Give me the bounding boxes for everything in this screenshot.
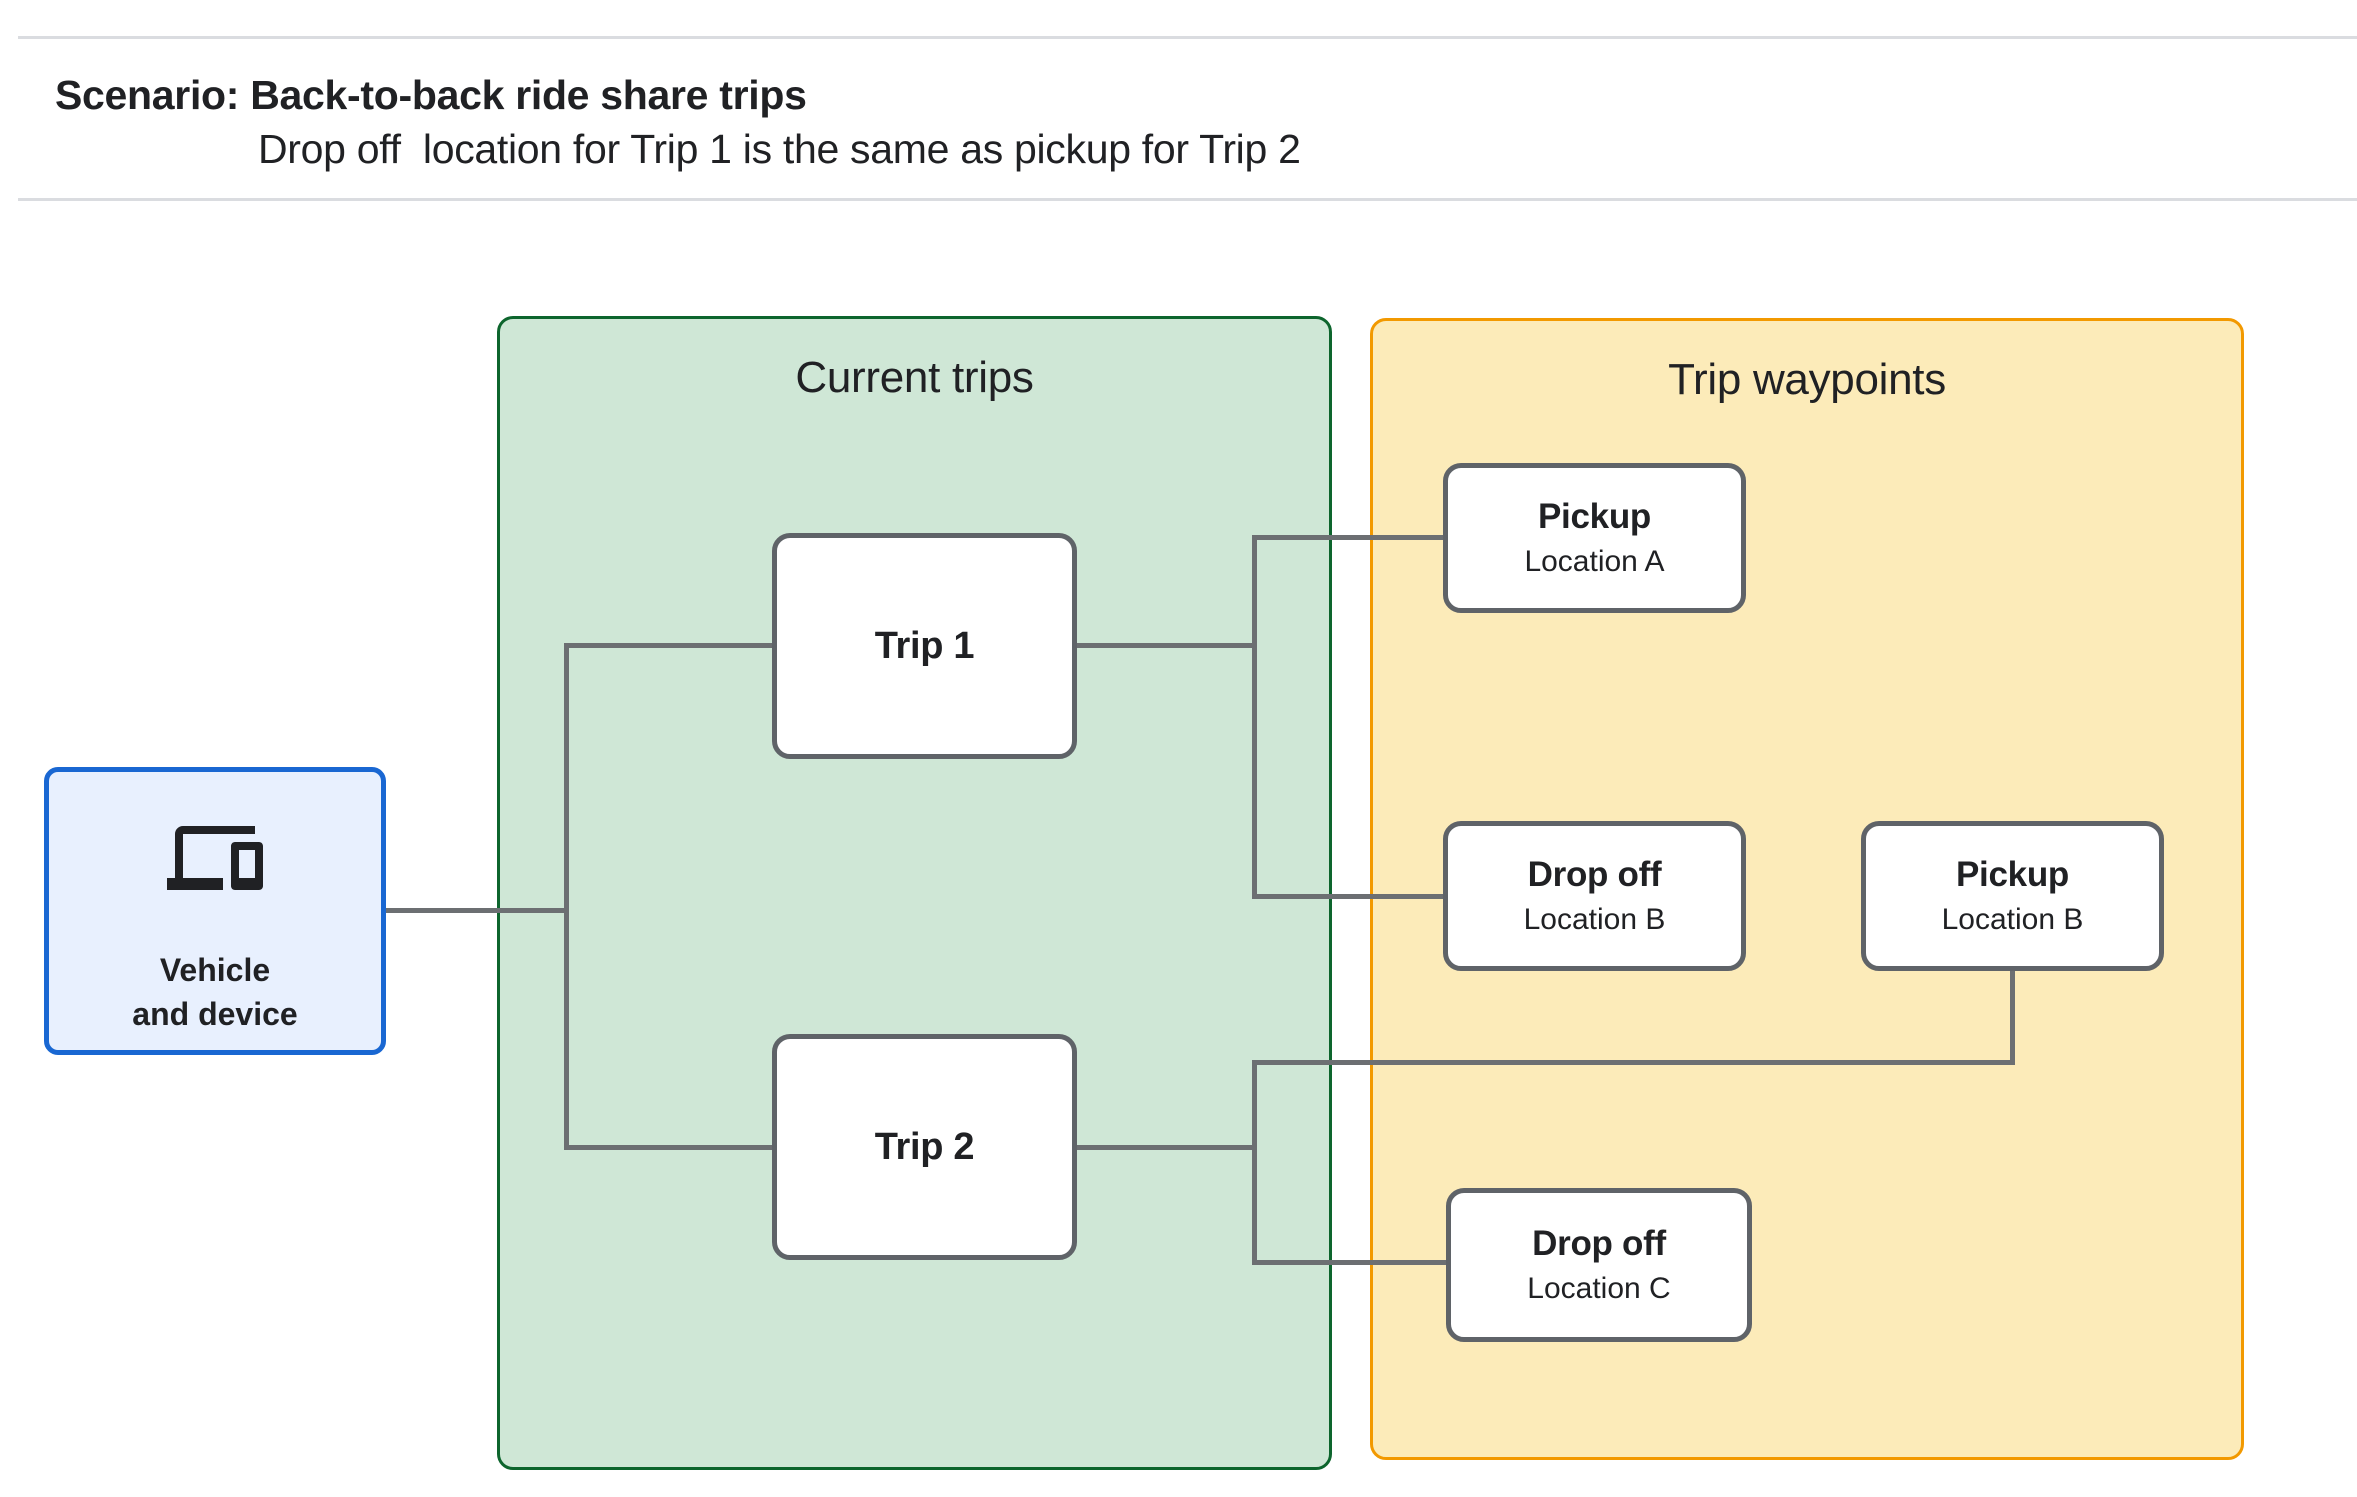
trip-1-label: Trip 1 [874, 624, 975, 667]
waypoint-subtitle: Location B [1941, 903, 2084, 937]
waypoint-dropoff-location-b: Drop off Location B [1443, 821, 1746, 971]
page-subtitle: Drop off location for Trip 1 is the same… [258, 126, 1301, 172]
connector-line [2010, 969, 2015, 1063]
waypoint-pickup-location-a: Pickup Location A [1443, 463, 1746, 613]
waypoint-title: Drop off [1527, 855, 1662, 895]
waypoint-subtitle: Location A [1524, 545, 1665, 579]
waypoint-subtitle: Location B [1523, 903, 1666, 937]
waypoint-title: Pickup [1956, 855, 2069, 895]
connector-line [1252, 535, 1445, 540]
trip-2-label: Trip 2 [874, 1125, 975, 1168]
header-top-divider [18, 36, 2357, 39]
connector-line [564, 643, 774, 648]
connector-line [1252, 1060, 2015, 1065]
vehicle-node: Vehicle and device [44, 767, 386, 1055]
connector-line [564, 643, 569, 1150]
page-title: Scenario: Back-to-back ride share trips [55, 72, 807, 118]
waypoint-title: Pickup [1538, 497, 1651, 537]
trip-waypoints-panel-title: Trip waypoints [1668, 355, 1946, 404]
waypoint-subtitle: Location C [1527, 1272, 1671, 1306]
current-trips-panel-title: Current trips [795, 353, 1034, 402]
connector-line [564, 1145, 774, 1150]
waypoint-pickup-location-b: Pickup Location B [1861, 821, 2164, 971]
waypoint-dropoff-location-c: Drop off Location C [1446, 1188, 1752, 1342]
connector-line [1252, 535, 1257, 899]
connector-line [1252, 894, 1445, 899]
connector-line [1252, 1260, 1448, 1265]
connector-line [1075, 1145, 1257, 1150]
current-trips-panel: Current trips [497, 316, 1332, 1470]
trip-1-node: Trip 1 [772, 533, 1077, 759]
header-bottom-divider [18, 198, 2357, 201]
connector-line [1252, 1060, 1257, 1265]
connector-line [383, 908, 567, 913]
vehicle-node-label: Vehicle and device [132, 952, 298, 1033]
devices-icon [167, 826, 263, 890]
connector-line [1075, 643, 1257, 648]
trip-2-node: Trip 2 [772, 1034, 1077, 1260]
waypoint-title: Drop off [1532, 1224, 1666, 1264]
